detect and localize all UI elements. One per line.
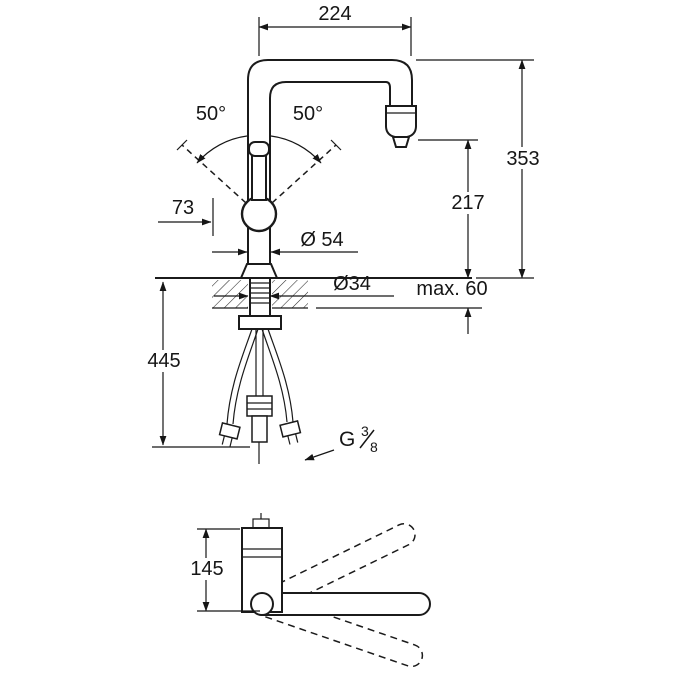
dim-224-label: 224: [318, 3, 351, 25]
angle-left-label: 50°: [196, 103, 226, 125]
dia-34-label: Ø34: [333, 273, 371, 295]
thread-numerator-label: 3: [361, 423, 369, 439]
dim-445-label: 445: [147, 350, 180, 372]
spout-inner-outline: [269, 81, 391, 278]
dimension-annotations: 224 353 217 50° 50° 73 Ø 54 Ø34 max.: [142, 3, 544, 612]
faucet-plan-view: [241, 513, 431, 668]
dim-73-label: 73: [172, 197, 194, 219]
lever-swing-right-cap: [330, 139, 342, 151]
body-plan-top-detail: [252, 518, 270, 529]
spout-swivel-upper: [256, 522, 416, 615]
dim-353-label: 353: [506, 148, 539, 170]
dim-217-bg: [446, 192, 490, 214]
dim-445-bg: [142, 350, 186, 372]
thread-denominator-label: 8: [370, 439, 378, 455]
dia-54-label: Ø 54: [300, 229, 343, 251]
shank-threads: [251, 282, 269, 304]
lever-swing-left-cap: [176, 139, 188, 151]
hose-connector-left: [218, 422, 241, 447]
lever-swing-left: [181, 144, 247, 204]
lever-swing-right: [271, 144, 337, 204]
max-60-label: max. 60: [416, 278, 487, 300]
mounting-nut: [238, 315, 282, 330]
spray-aerator: [391, 136, 411, 148]
arc-50-right: [270, 135, 322, 164]
lever-shaft: [251, 153, 267, 201]
dim-217-label: 217: [451, 192, 484, 214]
angle-right-label: 50°: [293, 103, 323, 125]
thread-fraction-slash: [359, 429, 375, 449]
lever-cap: [248, 141, 270, 157]
spout-swivel-lower: [258, 592, 424, 668]
counter-hatch-left: [212, 280, 248, 308]
dim-145-bg: [185, 558, 228, 580]
spout-outer-outline: [247, 59, 413, 278]
dim-145-label: 145: [190, 558, 223, 580]
dim-353-bg: [500, 147, 544, 169]
spout-pivot-hub: [250, 592, 274, 616]
base-flange: [239, 263, 279, 279]
spray-head: [385, 105, 417, 138]
spout-plan-solid: [261, 592, 431, 616]
lever-ball-joint: [240, 195, 278, 233]
thread-leader: [304, 449, 335, 461]
hose-connector-right: [279, 420, 302, 445]
countertop-section: [155, 277, 472, 309]
supply-hoses: [218, 328, 302, 464]
thread-g-label: G: [339, 428, 355, 451]
arc-50-left: [196, 135, 248, 164]
max60-bg: [408, 279, 496, 299]
counter-hatch-right: [272, 280, 308, 308]
